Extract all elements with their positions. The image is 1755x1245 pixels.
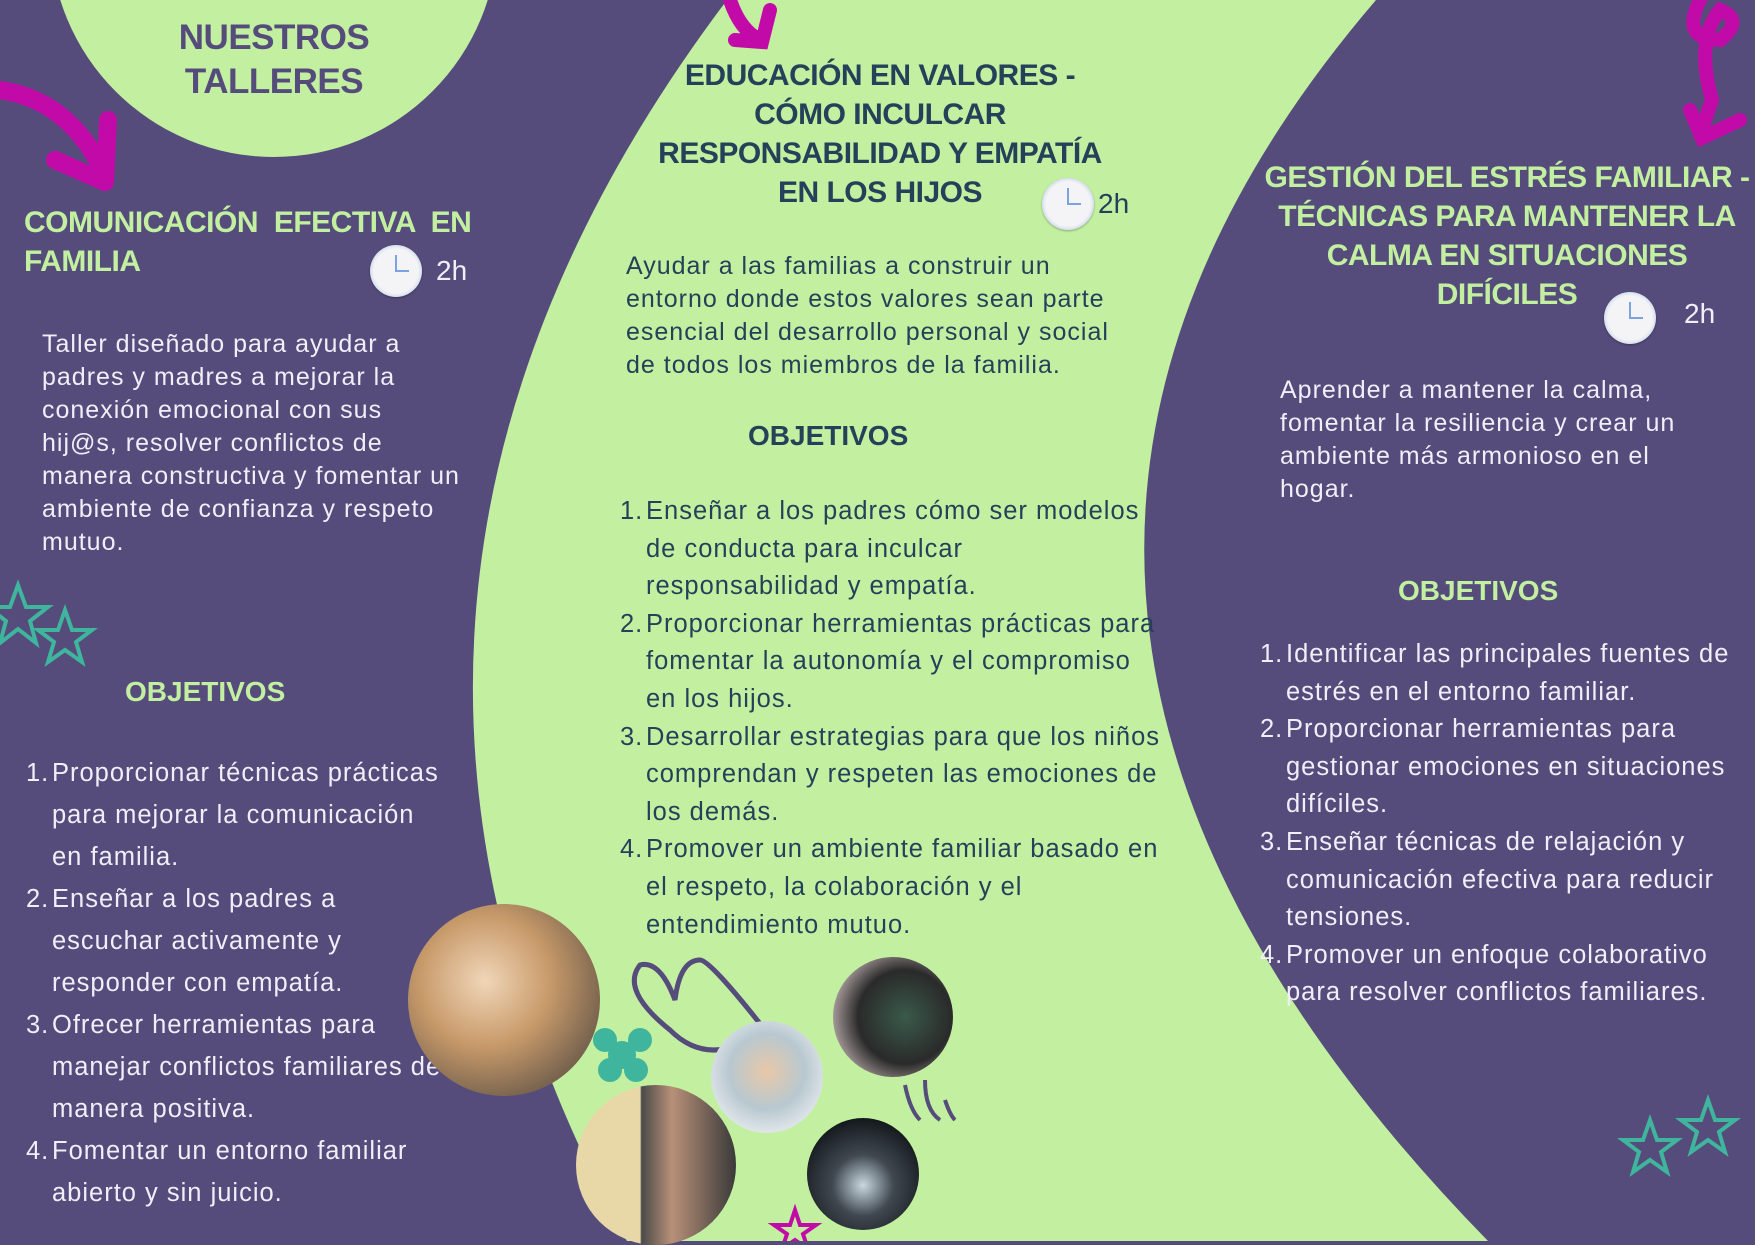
workshop-3-duration: 2h — [1684, 298, 1716, 329]
workshop-3-title: GESTIÓN DEL ESTRÉS FAMILIAR - TÉCNICAS P… — [1264, 161, 1750, 311]
workshop-2-duration: 2h — [1098, 188, 1130, 219]
center-green-panel — [472, 0, 1488, 1241]
workshop-3-objectives-heading: OBJETIVOS — [1398, 575, 1559, 606]
workshop-1-description: Taller diseñado para ayudar a padres y m… — [42, 330, 460, 556]
list-item: 4.Fomentar un entorno familiar abierto y… — [26, 1137, 408, 1207]
workshop-1-objectives-heading: OBJETIVOS — [125, 676, 286, 707]
heart-icon — [631, 957, 769, 1053]
workshop-1-title: COMUNICACIÓN EFECTIVA EN FAMILIA — [24, 206, 472, 278]
flower-icon — [593, 1028, 652, 1082]
list-item: 4.Promover un ambiente familiar basado e… — [620, 835, 1159, 939]
clock-icon — [1042, 178, 1094, 230]
sparkle-lines-icon — [903, 1079, 957, 1122]
list-item: 4.Promover un enfoque colaborativo para … — [1260, 940, 1708, 1007]
star-pink-icon — [767, 1203, 823, 1241]
workshop-1-objectives: 1.Proporcionar técnicas prácticas para m… — [26, 752, 446, 1214]
workshop-2-title: EDUCACIÓN EN VALORES - CÓMO INCULCAR RES… — [658, 59, 1102, 209]
photo-girl-reading — [711, 1021, 823, 1133]
photo-photographer — [576, 1085, 736, 1245]
list-item: 1.Enseñar a los padres cómo ser modelos … — [620, 497, 1140, 601]
star-icons — [0, 579, 1741, 1177]
list-item: 3.Desarrollar estrategias para que los n… — [620, 722, 1160, 826]
clock-icon — [1604, 292, 1656, 344]
photo-mother-daughter — [408, 904, 600, 1096]
list-item: 1.Identificar las principales fuentes de… — [1260, 640, 1730, 706]
list-item: 1.Proporcionar técnicas prácticas para m… — [26, 759, 439, 871]
photo-teapot — [807, 1118, 919, 1230]
list-item: 3.Ofrecer herramientas para manejar conf… — [26, 1011, 442, 1123]
list-item: 3.Enseñar técnicas de relajación y comun… — [1260, 827, 1715, 932]
title-circle — [60, 0, 488, 157]
arrow-left-icon — [0, 81, 114, 184]
workshop-3-objectives: 1.Identificar las principales fuentes de… — [1260, 636, 1750, 1012]
list-item: 2.Proporcionar herramientas para gestion… — [1260, 715, 1726, 819]
arrow-center-icon — [723, 0, 777, 50]
list-item: 2.Proporcionar herramientas prácticas pa… — [620, 609, 1156, 713]
arrow-right-icon — [1683, 0, 1747, 148]
workshop-2-description: Ayudar a las familias a construir un ent… — [626, 252, 1109, 379]
workshop-2-objectives-heading: OBJETIVOS — [748, 420, 909, 451]
workshop-2-objectives: 1.Enseñar a los padres cómo ser modelos … — [620, 493, 1160, 944]
photo-woman-painting — [833, 957, 953, 1077]
clock-icon — [370, 245, 422, 297]
workshop-1-duration: 2h — [436, 255, 468, 286]
workshop-3-description: Aprender a mantener la calma, fomentar l… — [1280, 376, 1676, 503]
list-item: 2.Enseñar a los padres a escuchar activa… — [26, 885, 344, 997]
